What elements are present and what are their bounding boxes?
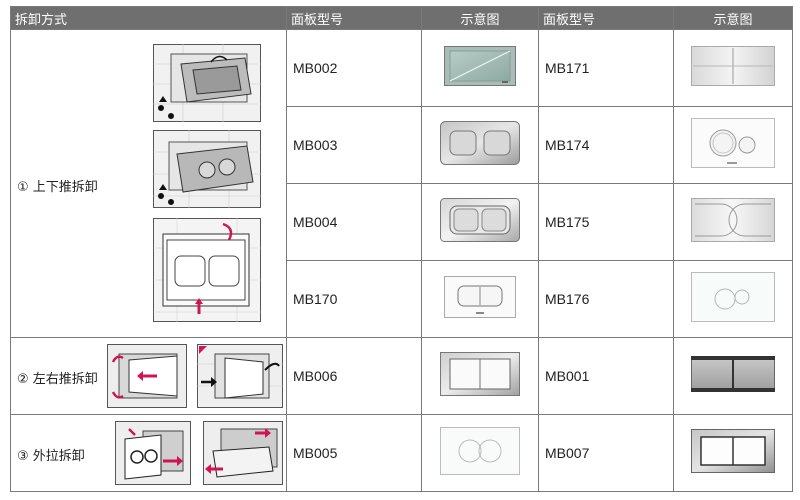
method-label-3: ③ 外拉拆卸 xyxy=(17,449,85,464)
panel-removal-table: 拆卸方式 面板型号 示意图 面板型号 示意图 ① 上下推拆卸 xyxy=(10,6,793,492)
header-model-a: 面板型号 xyxy=(286,6,422,30)
table-row: ③ 外拉拆卸 xyxy=(10,414,793,492)
pic-cell-b xyxy=(673,183,793,261)
flush-plate-mb003 xyxy=(440,121,520,165)
model-cell-a: MB002 xyxy=(286,29,422,107)
flush-plate-mb174 xyxy=(691,118,775,168)
pic-cell-a xyxy=(421,260,539,338)
push-up-down-illustration-1 xyxy=(153,44,261,122)
model-cell-b: MB001 xyxy=(538,337,674,415)
flush-plate-mb004 xyxy=(440,198,520,242)
header-model-b: 面板型号 xyxy=(538,6,674,30)
panel-removal-table-container: 拆卸方式 面板型号 示意图 面板型号 示意图 ① 上下推拆卸 xyxy=(10,6,793,492)
method-cell-1: ① 上下推拆卸 xyxy=(10,29,287,338)
header-method: 拆卸方式 xyxy=(10,6,287,30)
table-row: MB170 MB176 xyxy=(11,260,793,338)
flush-plate-mb007 xyxy=(691,429,775,473)
model-cell-b: MB174 xyxy=(538,106,674,184)
header-pic-a: 示意图 xyxy=(421,6,539,30)
push-left-right-illustration-1 xyxy=(107,344,187,408)
model-cell-a: MB004 xyxy=(286,183,422,261)
model-cell-a: MB003 xyxy=(286,106,422,184)
pic-cell-a xyxy=(421,414,539,492)
pull-out-illustration-1 xyxy=(115,421,191,485)
method-label-1: ① 上下推拆卸 xyxy=(17,180,98,195)
pic-cell-b xyxy=(673,260,793,338)
pic-cell-a xyxy=(421,337,539,415)
table-row: MB003 MB174 xyxy=(11,106,793,184)
model-cell-b: MB175 xyxy=(538,183,674,261)
flush-plate-mb005 xyxy=(440,427,520,475)
flush-plate-mb006 xyxy=(440,352,520,396)
flush-plate-mb002 xyxy=(444,46,516,86)
model-cell-a: MB005 xyxy=(286,414,422,492)
table-row: MB004 MB175 xyxy=(11,183,793,261)
header-pic-b: 示意图 xyxy=(673,6,793,30)
flush-plate-mb175 xyxy=(691,198,775,242)
model-cell-b: MB176 xyxy=(538,260,674,338)
pull-out-illustration-2 xyxy=(203,421,283,485)
pic-cell-b xyxy=(673,106,793,184)
pic-cell-a xyxy=(421,183,539,261)
flush-plate-mb171 xyxy=(691,46,775,86)
table-header-row: 拆卸方式 面板型号 示意图 面板型号 示意图 xyxy=(10,6,793,30)
pic-cell-a xyxy=(421,29,539,107)
pic-cell-a xyxy=(421,106,539,184)
flush-plate-mb001 xyxy=(691,356,775,392)
model-cell-b: MB007 xyxy=(538,414,674,492)
method-label-2: ② 左右推拆卸 xyxy=(17,372,98,387)
push-left-right-illustration-2 xyxy=(197,344,283,408)
pic-cell-b xyxy=(673,29,793,107)
model-cell-a: MB170 xyxy=(286,260,422,338)
push-up-down-illustration-2 xyxy=(153,130,261,208)
method-cell-3: ③ 外拉拆卸 xyxy=(10,414,287,492)
pic-cell-b xyxy=(673,337,793,415)
flush-plate-mb170 xyxy=(444,276,516,318)
pic-cell-b xyxy=(673,414,793,492)
table-row: ② 左右推拆卸 xyxy=(10,337,793,415)
method-cell-2: ② 左右推拆卸 xyxy=(10,337,287,415)
push-up-down-illustration-3 xyxy=(153,218,261,322)
flush-plate-mb176 xyxy=(691,272,775,322)
model-cell-a: MB006 xyxy=(286,337,422,415)
table-row: ① 上下推拆卸 xyxy=(10,29,793,338)
model-cell-b: MB171 xyxy=(538,29,674,107)
